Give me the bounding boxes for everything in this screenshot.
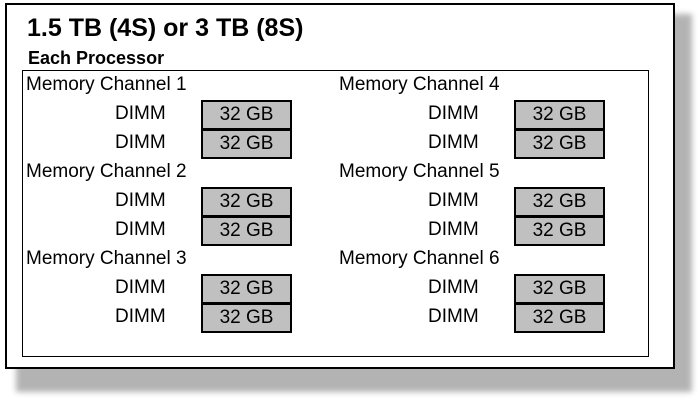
dimm-module: 32 GB [201, 303, 292, 333]
memory-channel-1: Memory Channel 1 DIMM 32 GB DIMM 32 GB [23, 71, 323, 159]
dimm-slot: DIMM 32 GB [336, 303, 636, 333]
channel-label: Memory Channel 5 [339, 161, 500, 182]
dimm-label: DIMM [115, 190, 166, 211]
dimm-label: DIMM [115, 277, 166, 298]
dimm-label: DIMM [115, 306, 166, 327]
dimm-slot: DIMM 32 GB [23, 187, 323, 217]
dimm-label: DIMM [115, 132, 166, 153]
memory-channel-3: Memory Channel 3 DIMM 32 GB DIMM 32 GB [23, 245, 323, 333]
dimm-slot: DIMM 32 GB [23, 100, 323, 130]
dimm-slot: DIMM 32 GB [336, 187, 636, 217]
dimm-label: DIMM [115, 219, 166, 240]
dimm-slot: DIMM 32 GB [336, 100, 636, 130]
channel-label: Memory Channel 2 [26, 161, 187, 182]
dimm-label: DIMM [428, 103, 479, 124]
dimm-slot: DIMM 32 GB [336, 129, 636, 159]
diagram-title: 1.5 TB (4S) or 3 TB (8S) [27, 14, 304, 42]
diagram-subtitle: Each Processor [28, 48, 165, 68]
dimm-module: 32 GB [514, 303, 605, 333]
dimm-label: DIMM [428, 306, 479, 327]
memory-channel-4: Memory Channel 4 DIMM 32 GB DIMM 32 GB [336, 71, 636, 159]
dimm-slot: DIMM 32 GB [23, 303, 323, 333]
dimm-slot: DIMM 32 GB [23, 274, 323, 304]
dimm-module: 32 GB [201, 216, 292, 246]
memory-channel-6: Memory Channel 6 DIMM 32 GB DIMM 32 GB [336, 245, 636, 333]
channel-label: Memory Channel 1 [26, 74, 187, 95]
dimm-module: 32 GB [514, 216, 605, 246]
dimm-module: 32 GB [514, 274, 605, 304]
channel-label: Memory Channel 3 [26, 248, 187, 269]
memory-config-card: 1.5 TB (4S) or 3 TB (8S) Each Processor … [5, 3, 675, 369]
dimm-slot: DIMM 32 GB [336, 216, 636, 246]
dimm-slot: DIMM 32 GB [23, 216, 323, 246]
channel-label: Memory Channel 6 [339, 248, 500, 269]
memory-channel-5: Memory Channel 5 DIMM 32 GB DIMM 32 GB [336, 158, 636, 246]
dimm-slot: DIMM 32 GB [336, 274, 636, 304]
channel-label: Memory Channel 4 [339, 74, 500, 95]
memory-channel-2: Memory Channel 2 DIMM 32 GB DIMM 32 GB [23, 158, 323, 246]
dimm-module: 32 GB [514, 129, 605, 159]
dimm-module: 32 GB [201, 187, 292, 217]
dimm-module: 32 GB [514, 100, 605, 130]
dimm-label: DIMM [428, 277, 479, 298]
dimm-label: DIMM [428, 190, 479, 211]
processor-memory-panel: Memory Channel 1 DIMM 32 GB DIMM 32 GB M… [22, 70, 649, 357]
dimm-module: 32 GB [201, 100, 292, 130]
dimm-module: 32 GB [201, 129, 292, 159]
dimm-slot: DIMM 32 GB [23, 129, 323, 159]
dimm-label: DIMM [428, 132, 479, 153]
dimm-module: 32 GB [514, 187, 605, 217]
dimm-label: DIMM [428, 219, 479, 240]
dimm-label: DIMM [115, 103, 166, 124]
dimm-module: 32 GB [201, 274, 292, 304]
